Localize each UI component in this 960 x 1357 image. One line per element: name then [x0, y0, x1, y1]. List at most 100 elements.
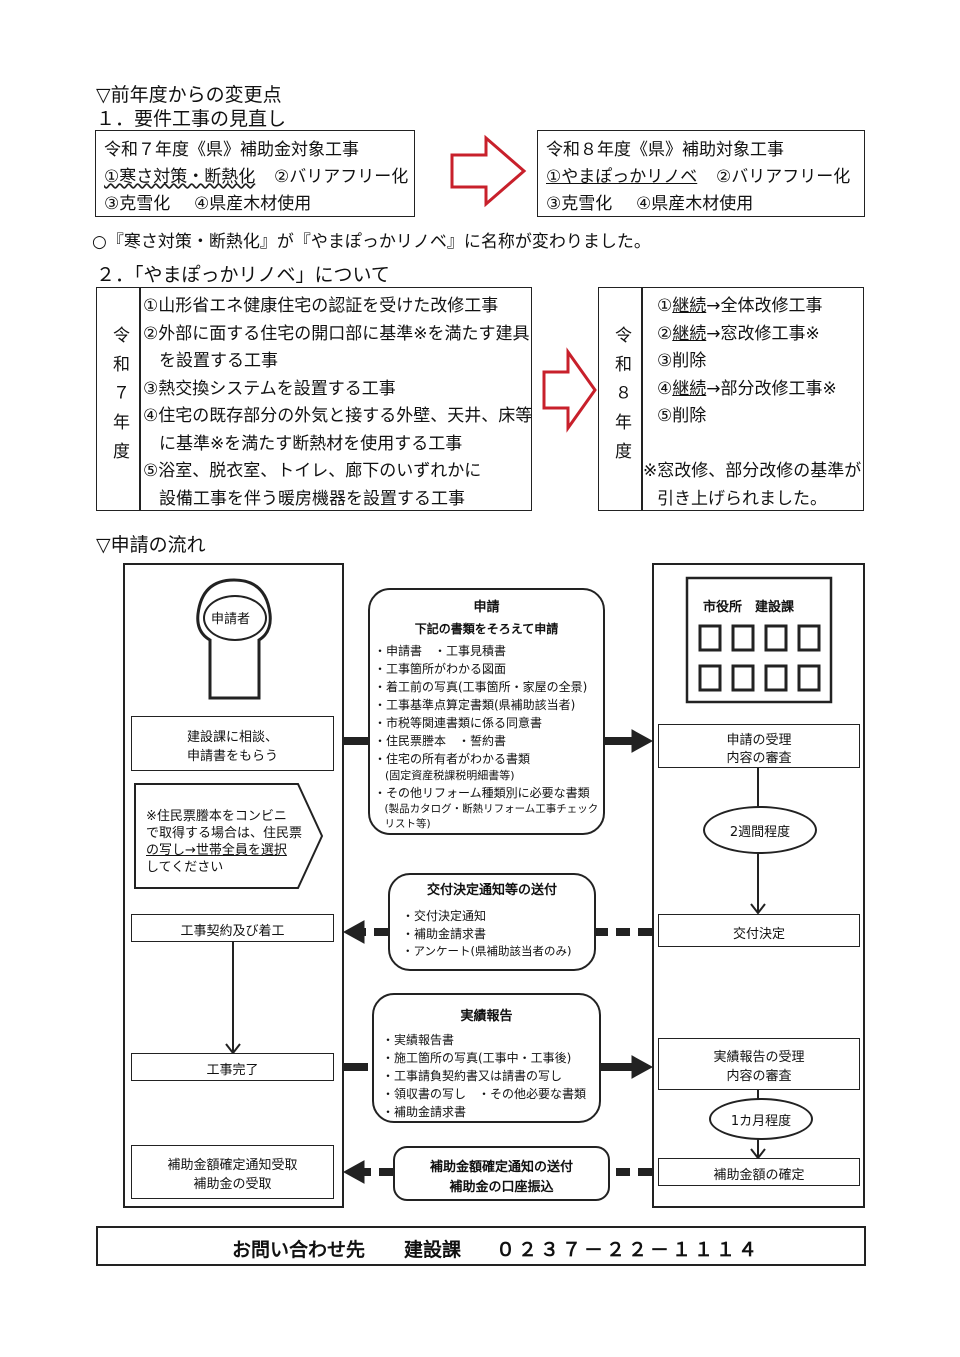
one-month-label: 1カ月程度 [730, 1114, 792, 1129]
section1-subheading: １．要件工事の見直し [96, 108, 287, 130]
apply-doc-4: ・工事基準点算定書類(県補助該当者) [374, 698, 576, 712]
resident-note-line-4: してください [146, 860, 224, 875]
contract-to-complete-arrow [225, 942, 241, 1055]
applicant-bubble [203, 595, 267, 641]
notice-item-1: ・交付決定通知 [402, 909, 487, 923]
report-doc-3: ・工事請負契約書又は請書の写し [382, 1069, 563, 1083]
flow-heading: ▽申請の流れ [96, 534, 206, 556]
contact-label: お問い合わせ先 [232, 1239, 366, 1261]
notice-item-3: ・アンケート(県補助該当者のみ) [402, 944, 572, 958]
r7-line-5: ④住宅の既存部分の外気と接する外壁、天井、床等 [143, 406, 533, 426]
r8-item-barrierfree: ②バリアフリー化 [716, 167, 851, 187]
r8-item-1-rest: →全体改修工事 [706, 296, 823, 316]
apply-doc-8: (固定資産税課税明細書等) [374, 769, 515, 782]
r7-target-box: 令和７年度《県》補助金対象工事 ①寒さ対策・断熱化 ②バリアフリー化 ③克雪化 … [95, 130, 415, 217]
r7-item-snow: ③克雪化 [104, 194, 171, 214]
notice-title: 交付決定通知等の送付 [426, 883, 557, 898]
apply-doc-3: ・着工前の写真(工事箇所・家屋の全景) [374, 680, 588, 694]
r8-item-2-rest: →窓改修工事※ [706, 324, 820, 344]
confirm-box: 補助金額の確定 [658, 1158, 860, 1186]
r8-item-4-num: ④ [657, 379, 673, 399]
apply-doc-2: ・工事箇所がわかる図面 [374, 662, 507, 676]
r8-item-1-status: 継続 [672, 296, 707, 316]
r8-item-4: ④継続→部分改修工事※ [657, 374, 837, 399]
apply-box: 申請 下記の書類をそろえて申請 ・申請書 ・工事見積書 ・工事箇所がわかる図面 … [368, 588, 605, 835]
r8-item-5-num: ⑤ [657, 406, 673, 426]
apply-doc-7: ・住宅の所有者がわかる書類 [374, 752, 531, 766]
r7-line-7: ⑤浴室、脱衣室、トイレ、廊下のいずれかに [143, 461, 482, 481]
r8-item-2-status: 継続 [672, 324, 707, 344]
r8-item-1-num: ① [657, 296, 673, 316]
r7-item-insulation: ①寒さ対策・断熱化 [104, 167, 256, 187]
receipt-line-1: 申請の受理 [726, 733, 792, 748]
contact-phone: ０２３７－２２－１１１４ [496, 1239, 761, 1261]
report-title: 実績報告 [460, 1009, 513, 1024]
apply-doc-9: ・その他リフォーム種類別に必要な書類 [374, 786, 590, 800]
r8-item-5-status: 削除 [672, 406, 707, 426]
report-doc-4: ・領収書の写し ・その他必要な書類 [382, 1087, 587, 1101]
receive-line-2: 補助金の受取 [193, 1177, 272, 1192]
contact-box: お問い合わせ先 建設課 ０２３７－２２－１１１４ [96, 1226, 866, 1266]
resident-note-line-2: で取得する場合は、住民票 [146, 826, 303, 841]
r7-item-wood: ④県産木材使用 [194, 194, 312, 214]
consult-line-2: 申請書をもらう [186, 749, 278, 764]
decision-box: 交付決定 [658, 914, 860, 947]
two-weeks-label: 2週間程度 [729, 825, 791, 840]
report-box: 実績報告 ・実績報告書 ・施工箇所の写真(工事中・工事後) ・工事請負契約書又は… [372, 993, 601, 1123]
decision-label: 交付決定 [732, 927, 785, 942]
confirm-label: 補助金額の確定 [713, 1168, 805, 1183]
report-receipt-box: 実績報告の受理 内容の審査 [658, 1038, 860, 1090]
apply-doc-1: ・申請書 ・工事見積書 [374, 644, 507, 658]
r8-item-1: ①継続→全体改修工事 [657, 291, 823, 316]
receive-line-1: 補助金額確定通知受取 [167, 1158, 298, 1173]
r8-label: 令和８年度 [611, 326, 631, 471]
r8-note-2: 引き上げられました。 [657, 489, 827, 509]
rename-note: ○『寒さ対策・断熱化』が『やまぽっかリノベ』に名称が変わりました。 [92, 232, 651, 252]
r8-item-wood: ④県産木材使用 [636, 194, 754, 214]
section2-subheading: ２．「やまぽっかリノベ」について [96, 264, 390, 286]
city-office-building-icon [685, 576, 833, 704]
apply-title: 申請 [473, 600, 500, 615]
report-receipt-line-1: 実績報告の受理 [713, 1050, 805, 1065]
r8-divider [641, 288, 643, 510]
apply-doc-11: リスト等) [374, 818, 431, 830]
r7-divider [139, 288, 141, 510]
r8-item-3-num: ③ [657, 351, 673, 371]
receipt-line-2: 内容の審査 [726, 751, 792, 766]
contact-dept: 建設課 [404, 1239, 462, 1261]
r7-line-2: ②外部に面する住宅の開口部に基準※を満たす建具 [143, 324, 530, 344]
r8-item-2: ②継続→窓改修工事※ [657, 319, 820, 344]
apply-doc-10: (製品カタログ・断熱リフォーム工事チェック [374, 803, 599, 815]
city-office-label: 市役所 建設課 [703, 600, 795, 615]
r7-label: 令和７年度 [109, 326, 129, 471]
contract-label: 工事契約及び着工 [180, 924, 285, 939]
report-doc-2: ・施工箇所の写真(工事中・工事後) [382, 1051, 572, 1065]
r7-yamapokka-box: 令和７年度 ①山形省エネ健康住宅の認証を受けた改修工事 ②外部に面する住宅の開口… [96, 287, 532, 511]
r7-item-barrierfree: ②バリアフリー化 [274, 167, 409, 187]
complete-label: 工事完了 [206, 1063, 259, 1078]
contract-box: 工事契約及び着工 [131, 914, 334, 942]
apply-doc-6: ・住民票謄本 ・誓約書 [374, 734, 507, 748]
apply-doc-5: ・市税等関連書類に係る同意書 [374, 716, 543, 730]
r7-target-title: 令和７年度《県》補助金対象工事 [104, 140, 359, 160]
r7-line-4: ③熱交換システムを設置する工事 [143, 379, 396, 399]
final-notice-line-1: 補助金額確定通知の送付 [429, 1160, 573, 1175]
receipt-box: 申請の受理 内容の審査 [658, 724, 860, 768]
red-arrow-1 [450, 134, 527, 208]
r7-line-3: を設置する工事 [159, 351, 278, 371]
apply-arrows [344, 729, 654, 1079]
resident-note-line-3: の写し→世帯全員を選択 [146, 843, 287, 858]
applicant-label: 申請者 [211, 612, 251, 627]
final-notice-box: 補助金額確定通知の送付 補助金の口座振込 [393, 1146, 610, 1201]
resident-note-shape [134, 783, 324, 889]
r8-target-title: 令和８年度《県》補助対象工事 [546, 140, 784, 160]
red-arrow-2 [542, 347, 597, 433]
r8-item-2-num: ② [657, 324, 673, 344]
r8-item-3: ③削除 [657, 346, 706, 371]
two-weeks-ellipse: 2週間程度 [703, 806, 817, 854]
notice-arrows [342, 920, 652, 1184]
r8-item-snow: ③克雪化 [546, 194, 613, 214]
r8-yamapokka-box: 令和８年度 ①継続→全体改修工事 ②継続→窓改修工事※ ③削除 ④継続→部分改修… [598, 287, 864, 511]
r7-line-1: ①山形省エネ健康住宅の認証を受けた改修工事 [143, 296, 499, 316]
